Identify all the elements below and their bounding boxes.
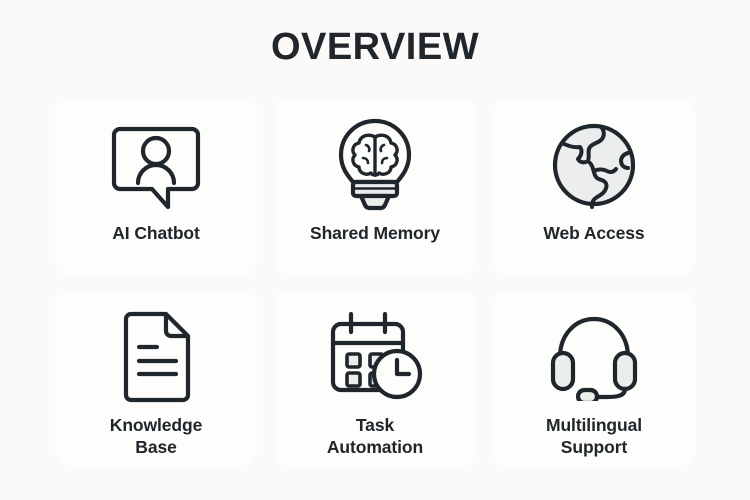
feature-card-grid: AI Chatbot Shared Memory: [55, 98, 695, 466]
feature-card-multilingual-support[interactable]: Multilingual Support: [493, 289, 695, 466]
headset-icon: [548, 306, 640, 408]
feature-card-web-access[interactable]: Web Access: [493, 98, 695, 275]
chat-bubble-user-icon: [110, 114, 202, 216]
feature-card-ai-chatbot[interactable]: AI Chatbot: [55, 98, 257, 275]
feature-card-label: Multilingual Support: [545, 414, 642, 457]
feature-card-knowledge-base[interactable]: Knowledge Base: [55, 289, 257, 466]
feature-card-label: Knowledge Base: [109, 414, 203, 457]
lightbulb-brain-icon: [333, 114, 417, 216]
feature-card-label: Task Automation: [326, 414, 424, 457]
feature-card-label: AI Chatbot: [112, 223, 200, 243]
feature-card-label: Shared Memory: [310, 223, 440, 243]
feature-card-task-automation[interactable]: Task Automation: [274, 289, 476, 466]
page-title: OVERVIEW: [270, 26, 480, 68]
feature-card-shared-memory[interactable]: Shared Memory: [274, 98, 476, 275]
document-lines-icon: [116, 306, 196, 408]
calendar-clock-icon: [327, 306, 423, 408]
globe-icon: [550, 114, 638, 216]
feature-card-label: Web Access: [543, 223, 645, 243]
